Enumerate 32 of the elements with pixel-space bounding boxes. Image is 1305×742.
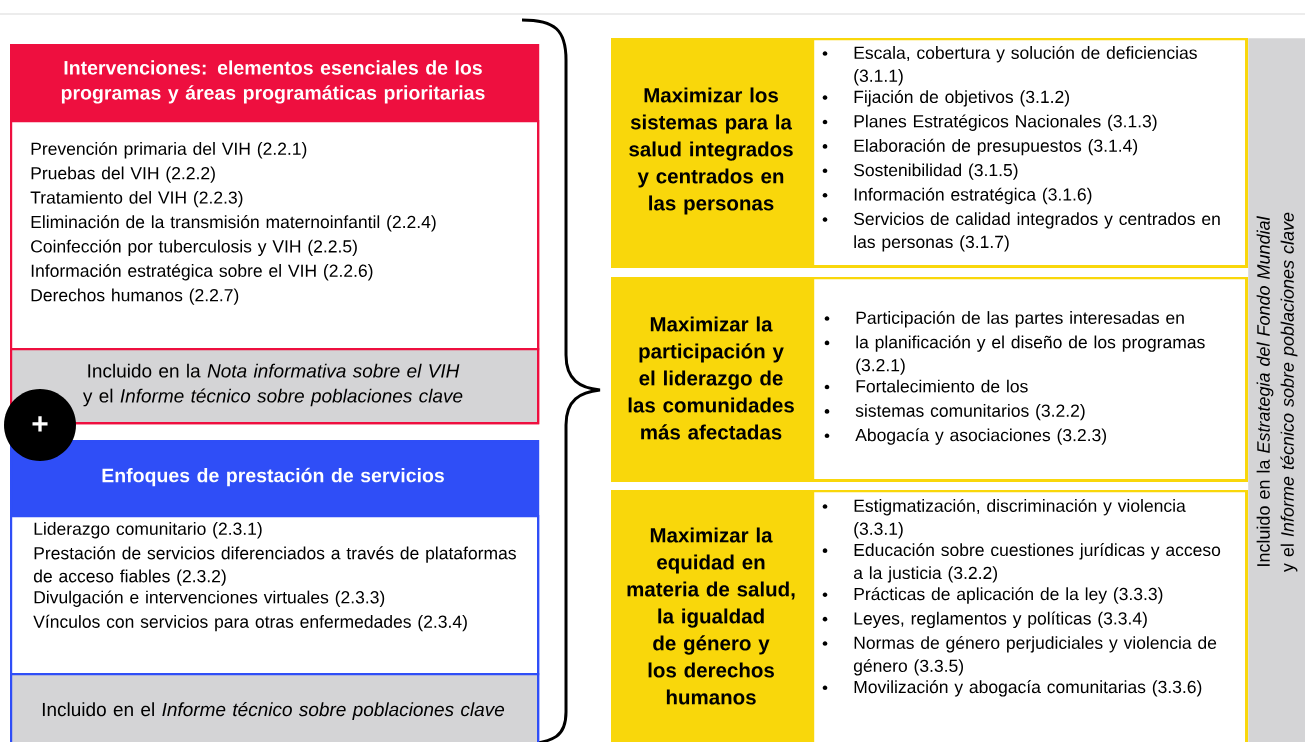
list-item: Tratamiento del VIH (2.2.3) bbox=[30, 190, 243, 208]
bullet-item: la planificación y el diseño de los programas (3.2.1) bbox=[824, 335, 1205, 375]
bullet-item: Movilización y abogacía comunitarias (3.3.6) bbox=[822, 680, 1202, 697]
bullet-item: Fortalecimiento de los bbox=[824, 379, 1028, 393]
list-item: Derechos humanos (2.2.7) bbox=[31, 288, 239, 305]
bullet-item: Información estratégica (3.1.6) bbox=[822, 187, 1092, 205]
bullet-item: Planes Estratégicos Nacionales (3.1.3) bbox=[822, 114, 1157, 131]
list-item: Coinfección por tuberculosis y VIH (2.2.5) bbox=[31, 239, 357, 256]
bullet-item: Normas de género perjudiciales y violencia de género (3.3.5) bbox=[822, 635, 1217, 676]
bullet-item: Fijación de objetivos (3.1.2) bbox=[822, 90, 1069, 107]
list-item: Eliminación de la transmisión maternoinfantil (2.2.4) bbox=[31, 215, 436, 232]
note-box: Incluido en el Informe técnico sobre poblaciones clave bbox=[10, 673, 540, 742]
bullet-item: Abogacía y asociaciones (3.2.3) bbox=[824, 428, 1107, 445]
list-item: Divulgación e intervenciones virtuales (2.3.3) bbox=[34, 590, 385, 607]
bullet-item: Elaboración de presupuestos (3.1.4) bbox=[822, 138, 1138, 156]
list-item: Información estratégica sobre el VIH (2.2.6) bbox=[31, 263, 373, 281]
bullet-item: Estigmatización, discriminación y violencia (3.3.1) bbox=[822, 498, 1186, 539]
bullet-item: Participación de las partes interesadas en bbox=[824, 310, 1184, 328]
list-item: Liderazgo comunitario (2.3.1) bbox=[34, 522, 262, 539]
bullet-item: Educación sobre cuestiones jurídicas y acceso a la justicia (3.2.2) bbox=[822, 543, 1221, 583]
bullet-item: Leyes, reglamentos y políticas (3.3.4) bbox=[822, 611, 1147, 629]
bullet-item: Sostenibilidad (3.1.5) bbox=[822, 163, 1018, 180]
list-item: Vínculos con servicios para otras enfermedades (2.3.4) bbox=[33, 614, 467, 632]
bullet-item: Prácticas de aplicación de la ley (3.3.3) bbox=[822, 587, 1163, 604]
bullet-item: sistemas comunitarios (3.2.2) bbox=[824, 404, 1085, 421]
list-item: Prestación de servicios diferenciados a través de plataformas de acceso fiables (2.3.2) bbox=[33, 546, 516, 586]
plus-sign: + bbox=[4, 389, 76, 461]
list-item: Prevención primaria del VIH (2.2.1) bbox=[31, 141, 307, 159]
bullet-item: Escala, cobertura y solución de deficiencias (3.1.1) bbox=[822, 45, 1197, 86]
bullet-item: Servicios de calidad integrados y centrados en las personas (3.1.7) bbox=[822, 212, 1220, 252]
side-band: Incluido en la Estrategia del Fondo Mundial y el Informe técnico sobre poblaciones clave bbox=[1248, 38, 1305, 742]
list-item: Pruebas del VIH (2.2.2) bbox=[31, 166, 215, 183]
